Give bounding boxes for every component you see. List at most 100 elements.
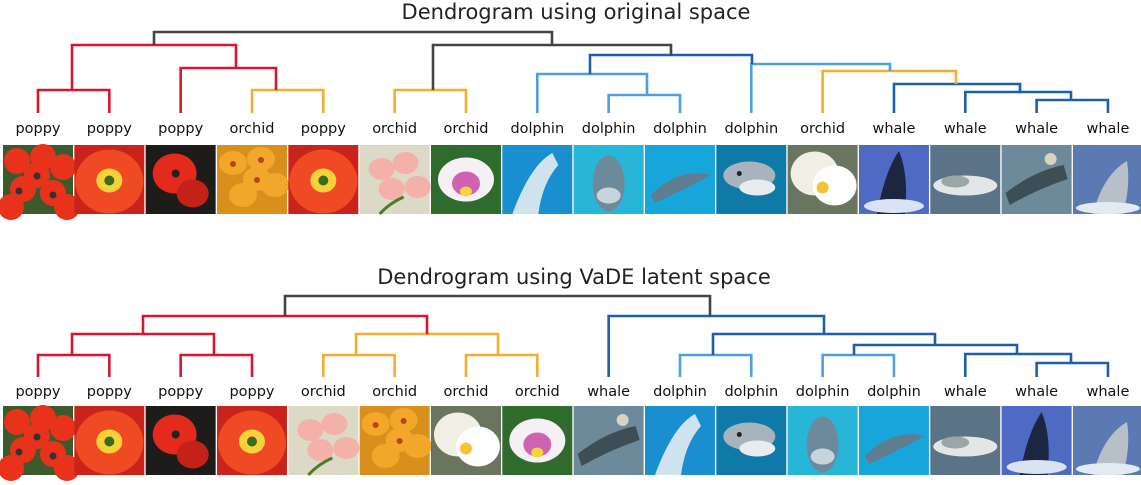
leaf-label: whale: [1087, 121, 1130, 137]
leaf-label: dolphin: [724, 384, 778, 400]
thumbnail-dolphin-close: [502, 145, 573, 214]
dendrogram-link: [821, 353, 896, 377]
thumbnail-whale-breach: [858, 145, 929, 214]
leaf-label: whale: [944, 121, 987, 137]
thumbnail-poppy-single: [74, 406, 145, 475]
thumbnail-dolphin-close: [644, 406, 715, 475]
leaf-label: orchid: [230, 121, 275, 137]
dendrogram-link: [152, 30, 554, 45]
panel-vade-latent-space: Dendrogram using VaDE latent space poppy…: [0, 265, 1141, 481]
thumbnail-dolphin-side: [858, 406, 929, 475]
leaf-label: poppy: [158, 121, 203, 137]
panel-title-original: Dendrogram using original space: [402, 0, 751, 24]
leaf-label: orchid: [515, 384, 560, 400]
thumbnail-dolphin-head: [716, 145, 787, 214]
dendrogram-link: [464, 353, 539, 377]
thumbnail-poppy-dark: [145, 145, 216, 214]
dendrogram-link: [431, 43, 673, 90]
dendrogram-link: [1035, 361, 1110, 377]
leaf-label: whale: [1015, 121, 1058, 137]
dendrogram-link: [678, 353, 753, 377]
thumbnail-poppy-many: [0, 405, 80, 481]
thumbnail-poppy-single: [74, 145, 145, 214]
thumbnail-poppy-single: [216, 406, 287, 475]
thumbnail-row-vade: [0, 405, 1141, 481]
dendrogram-link: [750, 62, 892, 113]
thumbnail-whale-mouth: [573, 406, 644, 475]
dendrogram-link: [322, 353, 396, 377]
thumbnail-orchid-magenta: [502, 406, 573, 475]
leaf-labels-original: poppy poppy poppy orchid poppy orchid orchid do…: [15, 121, 1129, 137]
dendrogram-link: [1035, 98, 1110, 113]
dendrogram-link: [70, 332, 216, 355]
thumbnail-orchid-pink: [359, 145, 431, 216]
dendrogram-link: [36, 353, 111, 377]
leaf-label: whale: [587, 384, 630, 400]
thumbnail-orchid-yellow: [359, 406, 432, 475]
thumbnail-poppy-single: [288, 145, 359, 214]
leaf-label: poppy: [158, 384, 203, 400]
leaf-label: orchid: [800, 121, 845, 137]
thumbnail-orchid-yellow: [216, 145, 289, 214]
thumbnail-dolphin-under: [573, 145, 644, 214]
dendrogram-link: [607, 314, 826, 377]
dendrogram-link: [393, 88, 468, 113]
leaf-label: whale: [944, 384, 987, 400]
leaf-label: whale: [873, 121, 916, 137]
leaf-label: orchid: [301, 384, 346, 400]
dendrogram-link: [141, 314, 429, 334]
thumbnail-orchid-pink: [288, 406, 360, 477]
leaf-label: dolphin: [510, 121, 564, 137]
leaf-label: orchid: [372, 384, 417, 400]
leaf-label: orchid: [444, 384, 489, 400]
leaf-label: dolphin: [653, 384, 707, 400]
dendrogram-link: [179, 66, 278, 113]
leaf-label: poppy: [15, 121, 60, 137]
thumbnail-dolphin-side: [644, 145, 715, 214]
thumbnail-whale-jump: [1072, 406, 1141, 475]
leaf-label: orchid: [372, 121, 417, 137]
dendrogram-link: [283, 294, 712, 316]
dendrogram-link: [963, 352, 1073, 377]
thumbnail-whale-breach: [1001, 406, 1072, 475]
thumbnail-whale-mouth: [1001, 145, 1072, 214]
thumbnail-whale-jump: [1072, 145, 1141, 214]
thumbnail-poppy-dark: [145, 406, 216, 475]
thumbnail-orchid-white: [787, 145, 858, 214]
leaf-label: whale: [1015, 384, 1058, 400]
dendrogram-link: [250, 88, 325, 113]
dendrogram-link: [536, 72, 649, 113]
dendrogram-link: [36, 88, 111, 113]
leaf-label: orchid: [444, 121, 489, 137]
leaf-label: dolphin: [867, 384, 921, 400]
leaf-label: poppy: [87, 384, 132, 400]
leaf-label: dolphin: [724, 121, 778, 137]
leaf-label: whale: [1087, 384, 1130, 400]
leaf-label: poppy: [87, 121, 132, 137]
leaf-label: dolphin: [796, 384, 850, 400]
dendrogram-link: [892, 82, 1022, 113]
dendrogram-link: [354, 332, 500, 355]
thumbnail-orchid-magenta: [430, 145, 501, 214]
dendrogram-link: [821, 69, 958, 113]
dendrogram-link: [179, 353, 254, 377]
thumbnail-row-original: [0, 144, 1141, 220]
dendrogram-link: [588, 53, 754, 74]
thumbnail-dolphin-head: [716, 406, 787, 475]
leaf-label: poppy: [301, 121, 346, 137]
thumbnail-orchid-white: [430, 406, 501, 475]
thumbnail-poppy-many: [0, 144, 80, 220]
leaf-label: dolphin: [653, 121, 707, 137]
leaf-label: poppy: [15, 384, 60, 400]
dendrogram-link: [963, 90, 1073, 113]
thumbnail-whale-gray: [930, 406, 1001, 475]
panel-title-vade: Dendrogram using VaDE latent space: [377, 265, 771, 289]
dendrogram-link: [607, 93, 682, 113]
dendrogram-tree-original: [36, 30, 1110, 113]
thumbnail-dolphin-under: [787, 406, 858, 475]
dendrogram-tree-vade: [36, 294, 1110, 377]
